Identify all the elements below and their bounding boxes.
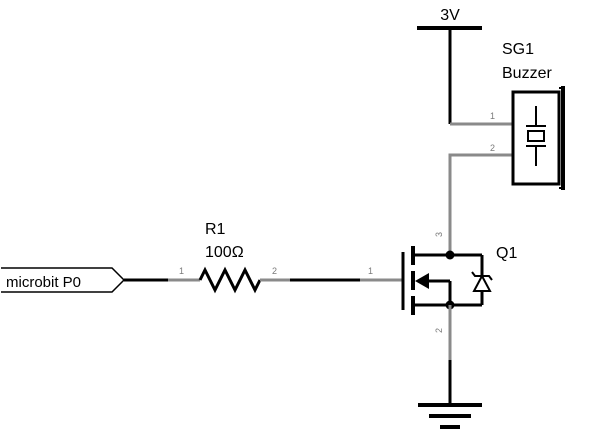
input-port-label: microbit P0 (6, 274, 81, 291)
source-pin-number: 2 (434, 328, 444, 333)
buzzer-sg1: SG1 Buzzer (502, 41, 565, 190)
mosfet-q1: Q1 (401, 245, 517, 315)
buzzer-pin2-lead (448, 153, 513, 200)
resistor-value: 100Ω (205, 244, 244, 261)
r1-pin2-number: 2 (272, 266, 277, 276)
power-label: 3V (440, 7, 460, 24)
buzzer-pin2-number: 2 (490, 143, 495, 153)
ground-symbol (418, 403, 482, 429)
buzzer-value: Buzzer (502, 65, 552, 82)
gate-pin-number: 1 (368, 266, 373, 276)
resistor-r1: R1 100Ω (198, 221, 262, 294)
resistor-ref: R1 (205, 221, 226, 238)
transistor-ref: Q1 (496, 245, 517, 262)
r1-pin1-number: 1 (179, 266, 184, 276)
input-port-microbit-p0: microbit P0 (1, 267, 126, 293)
buzzer-ref: SG1 (502, 41, 534, 58)
buzzer-pin1-number: 1 (490, 111, 495, 121)
drain-pin-number: 3 (434, 232, 444, 237)
power-symbol-3v: 3V (417, 7, 482, 70)
